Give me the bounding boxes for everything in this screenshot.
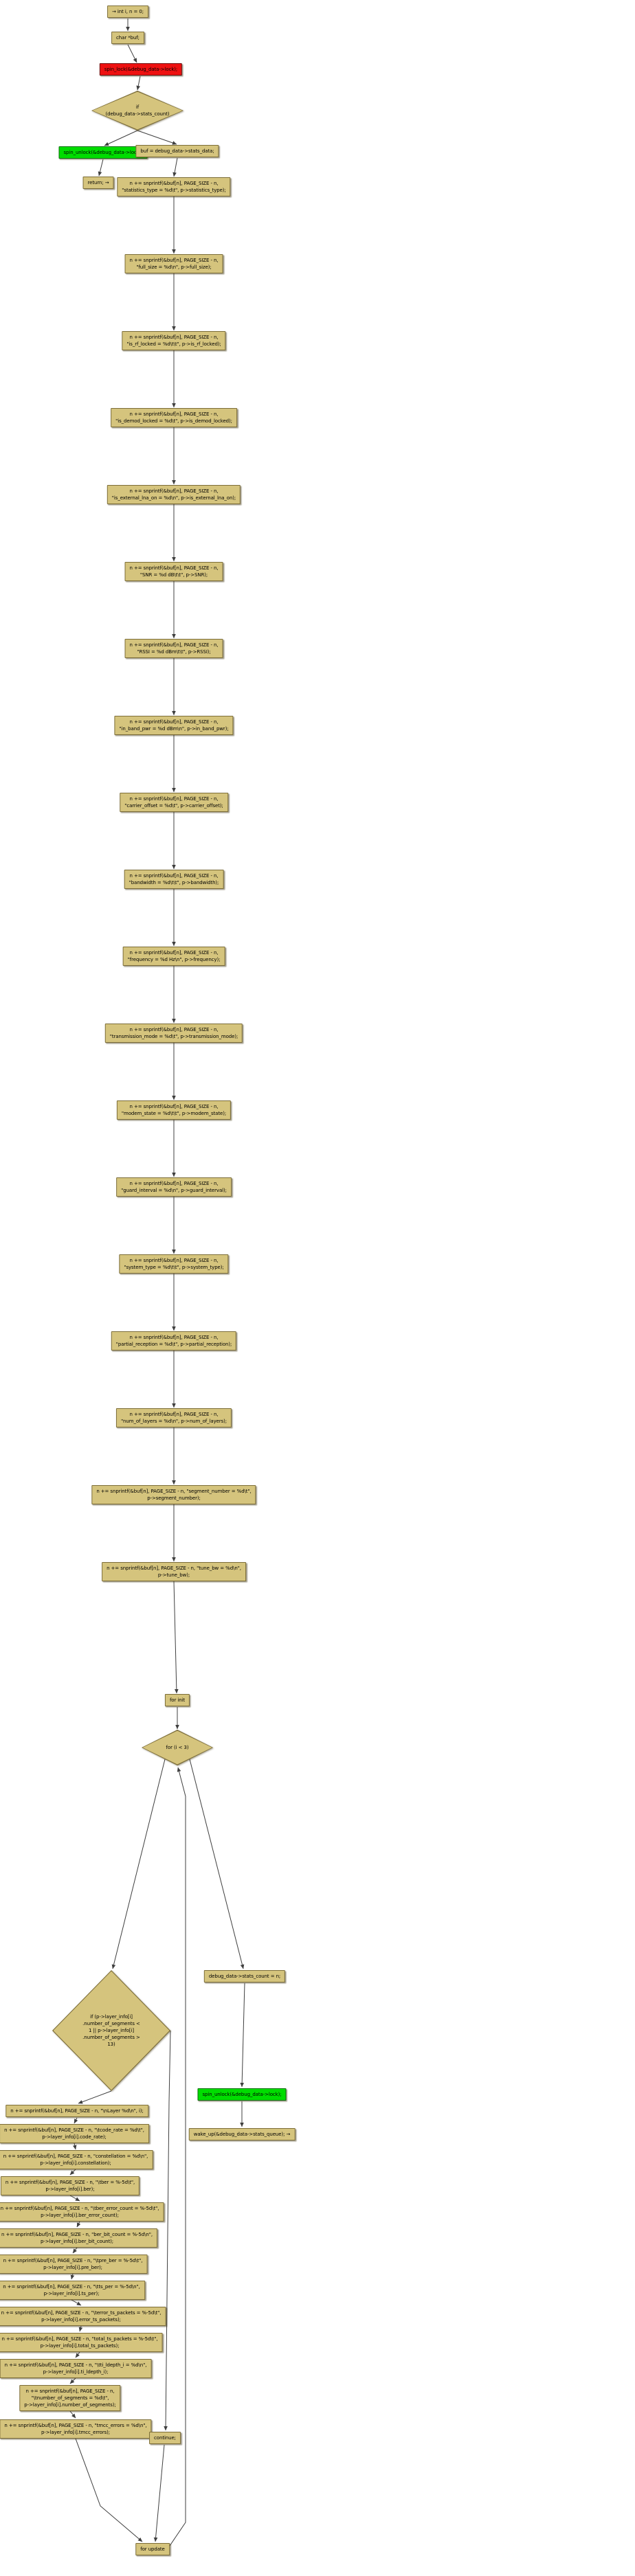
flow-node-print-bandwidth: n += snprintf(&buf[n], PAGE_SIZE - n, "b… bbox=[124, 870, 224, 889]
edge-spin-unlock-early--return bbox=[98, 159, 104, 177]
edge-assign-buf--print-statistics-type bbox=[172, 157, 178, 177]
edge-decl-char-buf--spin-lock bbox=[127, 44, 137, 63]
flow-node-print-ber: n += snprintf(&buf[n], PAGE_SIZE - n, "\… bbox=[0, 2176, 140, 2195]
flow-node-print-ts-per: n += snprintf(&buf[n], PAGE_SIZE - n, "\… bbox=[0, 2281, 145, 2300]
edge-if-segments-range--print-layer-header bbox=[78, 2090, 112, 2104]
edge-print-constellation--print-ber bbox=[69, 2169, 76, 2176]
edge-set-stats-count--spin-unlock-final bbox=[240, 1982, 245, 2088]
edge-print-tune-bw--for-init bbox=[173, 1581, 179, 1694]
flow-node-if-segments-range: if (p->layer_info[i] .number_of_segments… bbox=[52, 1970, 170, 2091]
flow-node-spin-lock: spin_lock(&debug_data->lock); bbox=[99, 63, 183, 76]
flow-node-print-system-type: n += snprintf(&buf[n], PAGE_SIZE - n, "s… bbox=[119, 1254, 229, 1274]
flow-node-spin-unlock-final: spin_unlock(&debug_data->lock); bbox=[197, 2088, 287, 2101]
edge-group bbox=[69, 19, 245, 2546]
edge-for-update--for-cond bbox=[169, 1767, 186, 2546]
flow-node-print-total-ts-packets: n += snprintf(&buf[n], PAGE_SIZE - n, "t… bbox=[0, 2333, 163, 2352]
flow-node-print-constellation: n += snprintf(&buf[n], PAGE_SIZE - n, "c… bbox=[0, 2150, 153, 2169]
flow-node-print-error-ts-packets: n += snprintf(&buf[n], PAGE_SIZE - n, "\… bbox=[0, 2307, 166, 2326]
flow-node-label-if-stats-count: if (debug_data->stats_count) bbox=[105, 104, 170, 117]
flow-node-print-modem-state: n += snprintf(&buf[n], PAGE_SIZE - n, "m… bbox=[116, 1100, 232, 1120]
edge-print-layer-header--print-code-rate bbox=[74, 2117, 78, 2124]
flow-node-print-is-rf-locked: n += snprintf(&buf[n], PAGE_SIZE - n, "i… bbox=[122, 331, 226, 350]
flow-node-entry-int-i-n: → int i, n = 0; bbox=[107, 5, 148, 18]
flow-node-print-is-external-lna-on: n += snprintf(&buf[n], PAGE_SIZE - n, "i… bbox=[107, 485, 241, 504]
edge-print-ts-per--print-error-ts-packets bbox=[71, 2299, 82, 2306]
flow-node-for-cond: for (i < 3) bbox=[142, 1730, 213, 1765]
flow-node-for-update: for update bbox=[135, 2543, 170, 2555]
edge-print-ber-bit-count--print-pre-ber bbox=[72, 2247, 78, 2254]
flow-node-for-init: for init bbox=[164, 1694, 190, 1706]
flow-node-assign-buf: buf = debug_data->stats_data; bbox=[135, 145, 219, 157]
flow-node-set-stats-count: debug_data->stats_count = n; bbox=[203, 1970, 286, 1982]
flow-node-label-for-cond: for (i < 3) bbox=[166, 1745, 189, 1750]
edge-print-number-of-segments--print-tmcc-errors bbox=[69, 2410, 76, 2419]
flow-node-print-code-rate: n += snprintf(&buf[n], PAGE_SIZE - n, "\… bbox=[0, 2124, 149, 2143]
flow-node-if-stats-count: if (debug_data->stats_count) bbox=[91, 91, 183, 131]
edge-print-total-ts-packets--print-ti-ldepth bbox=[75, 2351, 80, 2358]
flow-node-print-rssi: n += snprintf(&buf[n], PAGE_SIZE - n, "R… bbox=[124, 639, 223, 658]
edge-print-ti-ldepth--print-number-of-segments bbox=[69, 2377, 76, 2384]
flow-node-print-layer-header: n += snprintf(&buf[n], PAGE_SIZE - n, "\… bbox=[5, 2105, 148, 2117]
flow-node-print-ber-error-count: n += snprintf(&buf[n], PAGE_SIZE - n, "\… bbox=[0, 2202, 164, 2222]
flow-node-print-transmission-mode: n += snprintf(&buf[n], PAGE_SIZE - n, "t… bbox=[104, 1024, 243, 1043]
flow-node-print-partial-reception: n += snprintf(&buf[n], PAGE_SIZE - n, "p… bbox=[111, 1331, 237, 1351]
edge-print-code-rate--print-constellation bbox=[72, 2143, 77, 2150]
flow-node-print-statistics-type: n += snprintf(&buf[n], PAGE_SIZE - n, "s… bbox=[117, 177, 231, 196]
flow-node-print-ber-bit-count: n += snprintf(&buf[n], PAGE_SIZE - n, "b… bbox=[0, 2228, 157, 2248]
flow-node-decl-char-buf: char *buf; bbox=[111, 32, 144, 44]
flow-node-print-segment-number: n += snprintf(&buf[n], PAGE_SIZE - n, "s… bbox=[91, 1485, 256, 1504]
flow-node-print-tune-bw: n += snprintf(&buf[n], PAGE_SIZE - n, "t… bbox=[102, 1562, 246, 1581]
edge-print-tmcc-errors--for-update bbox=[75, 2438, 143, 2542]
flow-node-print-tmcc-errors: n += snprintf(&buf[n], PAGE_SIZE - n, "t… bbox=[0, 2419, 152, 2439]
flow-node-spin-unlock-early: spin_unlock(&debug_data->lock); bbox=[58, 146, 148, 159]
edge-print-error-ts-packets--print-total-ts-packets bbox=[78, 2325, 83, 2332]
flow-node-continue: continue; bbox=[149, 2432, 181, 2444]
flow-node-print-guard-interval: n += snprintf(&buf[n], PAGE_SIZE - n, "g… bbox=[116, 1177, 232, 1197]
edge-print-pre-ber--print-ts-per bbox=[70, 2273, 75, 2280]
flow-node-print-is-demod-locked: n += snprintf(&buf[n], PAGE_SIZE - n, "i… bbox=[111, 408, 237, 427]
flow-node-print-num-of-layers: n += snprintf(&buf[n], PAGE_SIZE - n, "n… bbox=[115, 1408, 232, 1427]
flow-node-print-in-band-pwr: n += snprintf(&buf[n], PAGE_SIZE - n, "i… bbox=[114, 716, 234, 735]
edge-if-stats-count--assign-buf bbox=[137, 130, 177, 145]
flow-node-print-frequency: n += snprintf(&buf[n], PAGE_SIZE - n, "f… bbox=[122, 947, 225, 966]
flow-node-print-full-size: n += snprintf(&buf[n], PAGE_SIZE - n, "f… bbox=[124, 254, 223, 273]
edge-print-ber--print-ber-error-count bbox=[69, 2195, 80, 2202]
flow-node-wake-up: wake_up(&debug_data->stats_queue); → bbox=[188, 2128, 296, 2140]
flow-node-return: return; → bbox=[82, 177, 114, 189]
flow-node-print-ti-ldepth: n += snprintf(&buf[n], PAGE_SIZE - n, "\… bbox=[0, 2359, 152, 2378]
edge-continue--for-update bbox=[153, 2444, 165, 2542]
edge-print-ber-error-count--print-ber-bit-count bbox=[76, 2221, 81, 2228]
edge-spin-lock--if-stats-count bbox=[136, 76, 141, 91]
flow-node-print-pre-ber: n += snprintf(&buf[n], PAGE_SIZE - n, "\… bbox=[0, 2255, 148, 2274]
edge-if-segments-range--continue bbox=[164, 2030, 171, 2431]
flow-node-print-snr: n += snprintf(&buf[n], PAGE_SIZE - n, "S… bbox=[124, 562, 223, 581]
edge-for-cond--set-stats-count bbox=[189, 1759, 245, 1969]
flow-node-print-carrier-offset: n += snprintf(&buf[n], PAGE_SIZE - n, "c… bbox=[120, 793, 228, 812]
flow-node-print-number-of-segments: n += snprintf(&buf[n], PAGE_SIZE - n, "\… bbox=[19, 2385, 121, 2411]
edge-for-cond--if-segments-range bbox=[111, 1759, 166, 1969]
flow-node-label-if-segments-range: if (p->layer_info[i] .number_of_segments… bbox=[82, 2014, 140, 2047]
edge-if-stats-count--spin-unlock-early bbox=[104, 130, 138, 146]
